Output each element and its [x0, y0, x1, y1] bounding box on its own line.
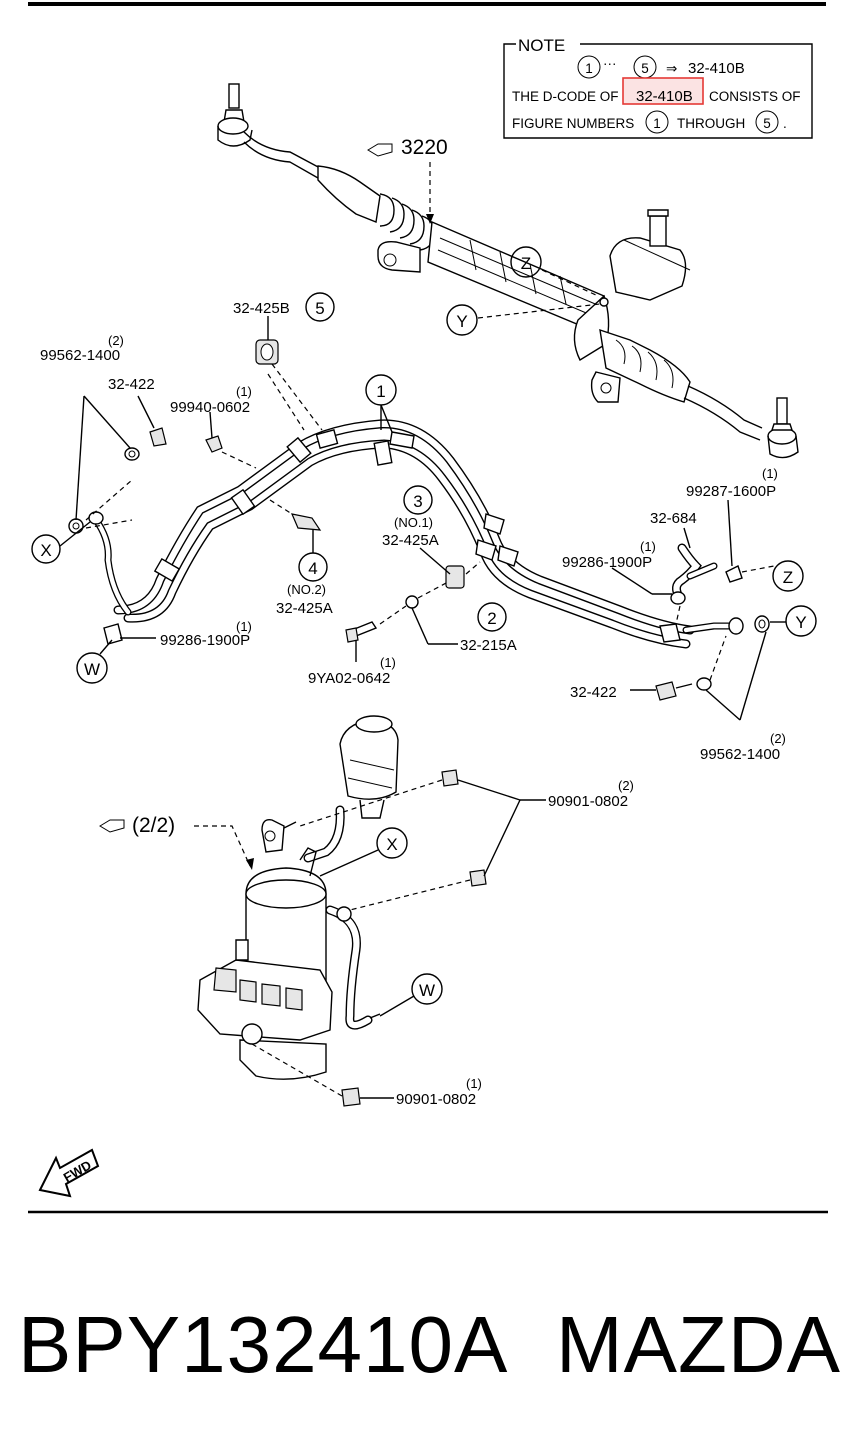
note-circle-5b: 5 [763, 116, 771, 131]
callout-5: 5 [315, 299, 324, 318]
qty-99562-top: (2) [108, 333, 124, 348]
note-line2-suffix: CONSISTS OF [709, 89, 801, 104]
small-parts [68, 339, 775, 701]
note-line2-prefix: THE D-CODE OF [512, 89, 619, 104]
qty-99286-right: (1) [640, 539, 656, 554]
note-through: THROUGH [677, 116, 745, 131]
label-99562-top: 99562-1400 [40, 347, 120, 364]
note-ellipsis: ··· [603, 56, 617, 71]
label-99287: 99287-1600P [686, 483, 776, 500]
pipe-assembly [88, 419, 770, 649]
pump-callouts: (2/2) X W (2) 90901-0802 (1) 90901-0802 [99, 769, 634, 1108]
qty-9ya02: (1) [380, 655, 396, 670]
label-90901-top: 90901-0802 [548, 793, 628, 810]
callout-w-pump: W [419, 981, 435, 1000]
pointing-hand-icon [367, 143, 393, 157]
callout-2: 2 [487, 609, 496, 628]
label-no1: (NO.1) [394, 515, 433, 530]
label-32-425a-2: 32-425A [276, 600, 333, 617]
callout-3: 3 [413, 492, 422, 511]
label-90901-bottom: 90901-0802 [396, 1091, 476, 1108]
callout-x-left: X [40, 541, 51, 560]
callout-z-right: Z [783, 568, 793, 587]
qty-90901-bottom: (1) [466, 1076, 482, 1091]
note-circle-1b: 1 [653, 116, 661, 131]
note-circle-1: 1 [585, 61, 593, 76]
rack-reference: 3220 [367, 136, 448, 224]
pump-assembly [197, 715, 399, 1080]
fwd-arrow-icon: FWD [38, 1148, 100, 1198]
callout-w-left: W [84, 660, 100, 679]
note-heading: NOTE [518, 36, 565, 55]
part-number: BPY132410A [18, 1300, 509, 1389]
note-period: . [783, 116, 787, 131]
label-9ya02: 9YA02-0642 [308, 670, 390, 687]
note-line3-prefix: FIGURE NUMBERS [512, 116, 634, 131]
note-code-2: 32-410B [636, 88, 693, 105]
rack-callouts: Z Y [446, 246, 609, 336]
callout-z-top: Z [521, 254, 531, 273]
label-32-425a-1: 32-425A [382, 532, 439, 549]
qty-99940: (1) [236, 384, 252, 399]
note-circle-5: 5 [641, 61, 649, 76]
label-32-422-top: 32-422 [108, 376, 155, 393]
note-arrow: ⇒ [666, 61, 678, 76]
steering-rack [217, 83, 799, 459]
pipe-callouts: 1 5 3 4 2 X W Z Y [31, 292, 817, 721]
callout-x-pump: X [386, 835, 397, 854]
highlight-box [622, 77, 704, 105]
callout-4: 4 [308, 559, 317, 578]
label-32-422-right: 32-422 [570, 684, 617, 701]
part-labels: 32-425B (2) 99562-1400 32-422 (1) 99940-… [40, 300, 786, 763]
qty-99562-right: (2) [770, 731, 786, 746]
label-no2: (NO.2) [287, 582, 326, 597]
label-99562-right: 99562-1400 [700, 746, 780, 763]
footer-title: BPY132410A MAZDA [0, 1290, 864, 1400]
label-99286-right: 99286-1900P [562, 554, 652, 571]
callout-y-right: Y [795, 613, 806, 632]
qty-99287: (1) [762, 466, 778, 481]
brand-name: MAZDA [556, 1300, 841, 1389]
pointing-hand-icon-2 [99, 819, 125, 833]
note-box: NOTE 1 ··· 5 ⇒ 32-410B THE D-CODE OF 32-… [503, 36, 813, 139]
qty-90901-top: (2) [618, 778, 634, 793]
qty-99286-left: (1) [236, 619, 252, 634]
rack-ref-label: 3220 [401, 136, 448, 159]
label-99286-left: 99286-1900P [160, 632, 250, 649]
label-32-425b: 32-425B [233, 300, 290, 317]
pump-ref-label: (2/2) [132, 814, 175, 837]
fwd-label: FWD [61, 1157, 94, 1185]
callout-y-top: Y [456, 312, 467, 331]
note-code-1: 32-410B [688, 60, 745, 77]
callout-1: 1 [376, 382, 385, 401]
label-32-684: 32-684 [650, 510, 697, 527]
label-32-215a: 32-215A [460, 637, 517, 654]
label-99940: 99940-0602 [170, 399, 250, 416]
